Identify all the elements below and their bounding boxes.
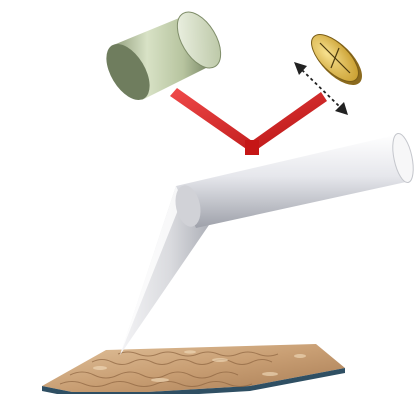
laser-beam [170,88,327,155]
photodetector [304,27,370,93]
sample-surface [42,344,345,394]
cantilever [172,132,417,229]
laser-source [97,5,229,108]
